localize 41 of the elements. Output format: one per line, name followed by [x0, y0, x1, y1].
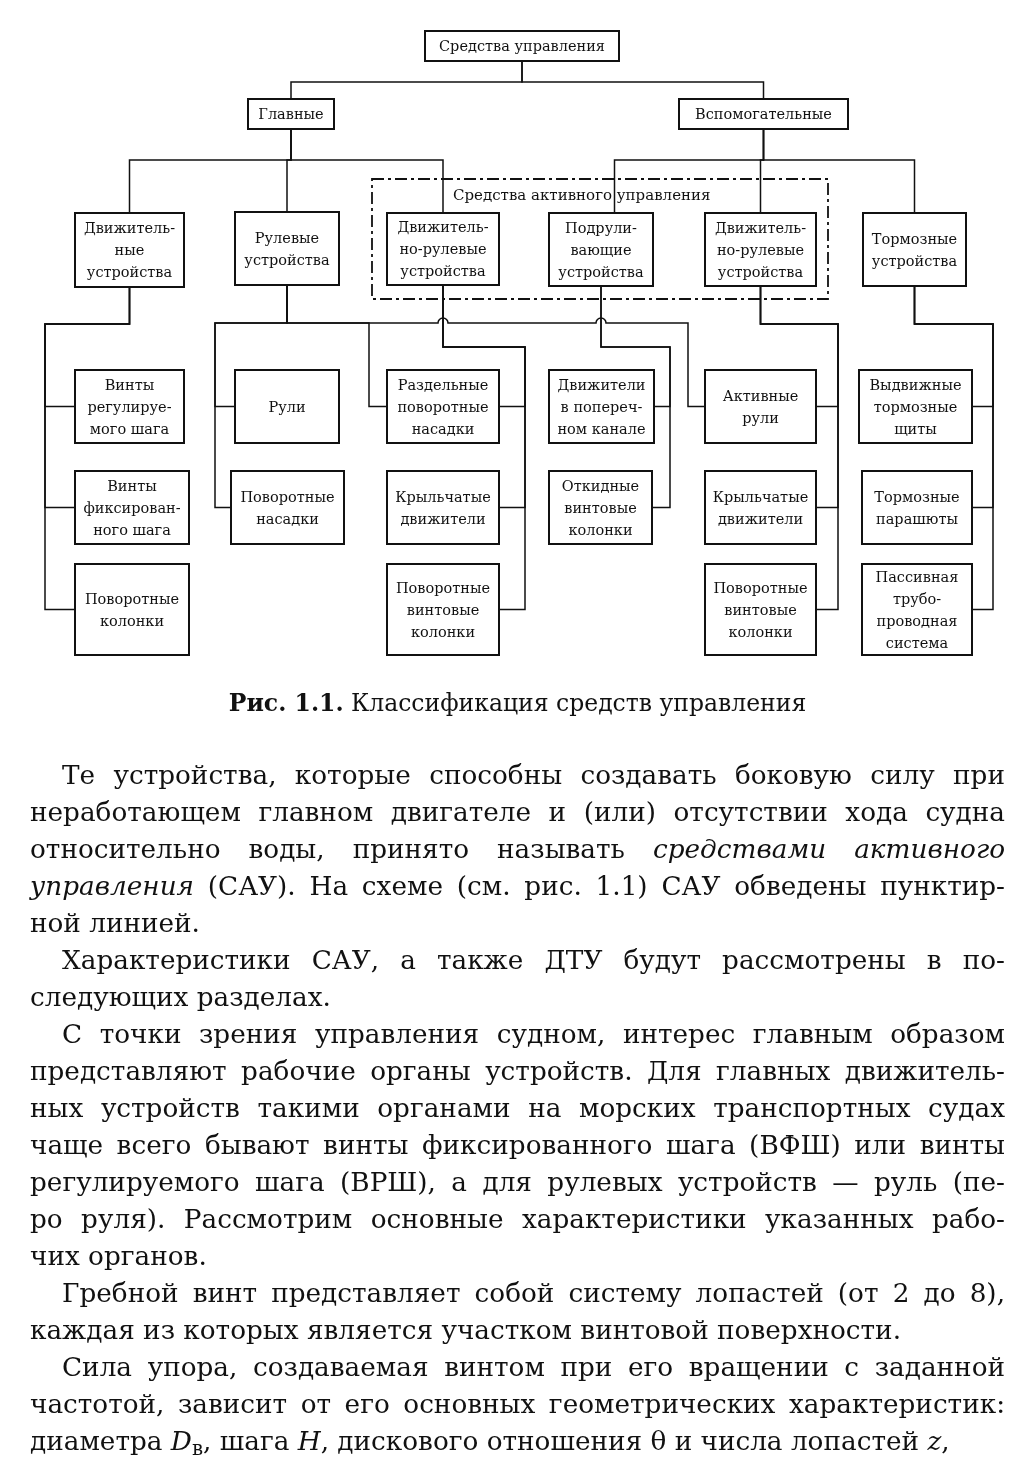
group-title: Средства активного управления — [453, 185, 711, 205]
category-box: Поворотные винтовые колонки — [704, 563, 817, 656]
category-box: Рулевые устройства — [234, 211, 340, 286]
category-box: Движитель- но-рулевые устройства — [704, 212, 817, 287]
body-paragraph: Те устройства, которые способны создавать боковую силу при неработающем главном двигателе и (или) отсутствии хода судна относительно воды, принято называть средствами активного управления (САУ). На схеме (см. рис. 1.1) САУ обведены пунктир- ной линией. — [30, 759, 1005, 940]
category-box: Поворотные колонки — [74, 563, 190, 656]
connector-line — [600, 286, 671, 509]
category-box: Главные — [247, 98, 335, 130]
category-box: Крыльчатые движители — [704, 470, 817, 545]
connector-line — [759, 286, 839, 611]
connector-line — [521, 61, 765, 99]
connector-line — [44, 287, 131, 611]
category-box: Средства управления — [424, 30, 620, 62]
connector-line — [913, 286, 994, 611]
figure-caption: Рис. 1.1. Классификация средств управления — [227, 688, 808, 718]
category-box: Винты регулируе- мого шага — [74, 369, 185, 444]
category-box: Активные рули — [704, 369, 817, 444]
body-paragraph: Гребной винт представляет собой систему лопастей (от 2 до 8), каждая из которых является участком винтовой поверхности. — [30, 1277, 1005, 1347]
category-box: Винты фиксирован- ного шага — [74, 470, 190, 545]
category-box: Движитель- но-рулевые устройства — [386, 212, 500, 286]
category-box: Откидные винтовые колонки — [548, 470, 653, 545]
category-box: Раздельные поворотные насадки — [386, 369, 500, 444]
category-box: Рули — [234, 369, 340, 444]
connector-line — [290, 129, 444, 213]
category-box: Вспомогательные — [678, 98, 849, 130]
dash-dot-group-frame — [371, 178, 829, 300]
category-box: Поворотные винтовые колонки — [386, 563, 500, 656]
body-paragraph: Сила упора, создаваемая винтом при его вращении с заданной частотой, зависит от его основных геометрических характеристик: диаметра D$_{в}$, шага H, дискового отношения θ и числа лопастей z, — [30, 1351, 1005, 1460]
body-paragraph: С точки зрения управления судном, интерес главным образом представляют рабочие органы устройств. Для главных движитель- ных устройств такими органами на морских транспортных судах чаще всего бывают винты фиксированного шага (ВФШ) или винты регулируемого шага (ВРШ), а для рулевых устройств — руль (пе- ро руля). Рассмотрим основные характеристики указанных рабо- чих органов. — [30, 1018, 1005, 1273]
category-box: Движитель- ные устройства — [74, 212, 185, 288]
category-box: Тормозные парашюты — [861, 470, 973, 545]
category-box: Выдвижные тормозные щиты — [858, 369, 973, 444]
category-box: Крыльчатые движители — [386, 470, 500, 545]
category-box: Подрули- вающие устройства — [548, 212, 654, 287]
category-box: Поворотные насадки — [230, 470, 345, 545]
category-box: Пассивная трубо- проводная система — [861, 563, 973, 656]
body-paragraph: Характеристики САУ, а также ДТУ будут рассмотрены в по- следующих разделах. — [30, 944, 1005, 1014]
category-box: Тормозные устройства — [862, 212, 967, 287]
connector-line — [442, 285, 526, 611]
connector-line — [762, 129, 916, 213]
category-box: Движители в попереч- ном канале — [548, 369, 655, 444]
